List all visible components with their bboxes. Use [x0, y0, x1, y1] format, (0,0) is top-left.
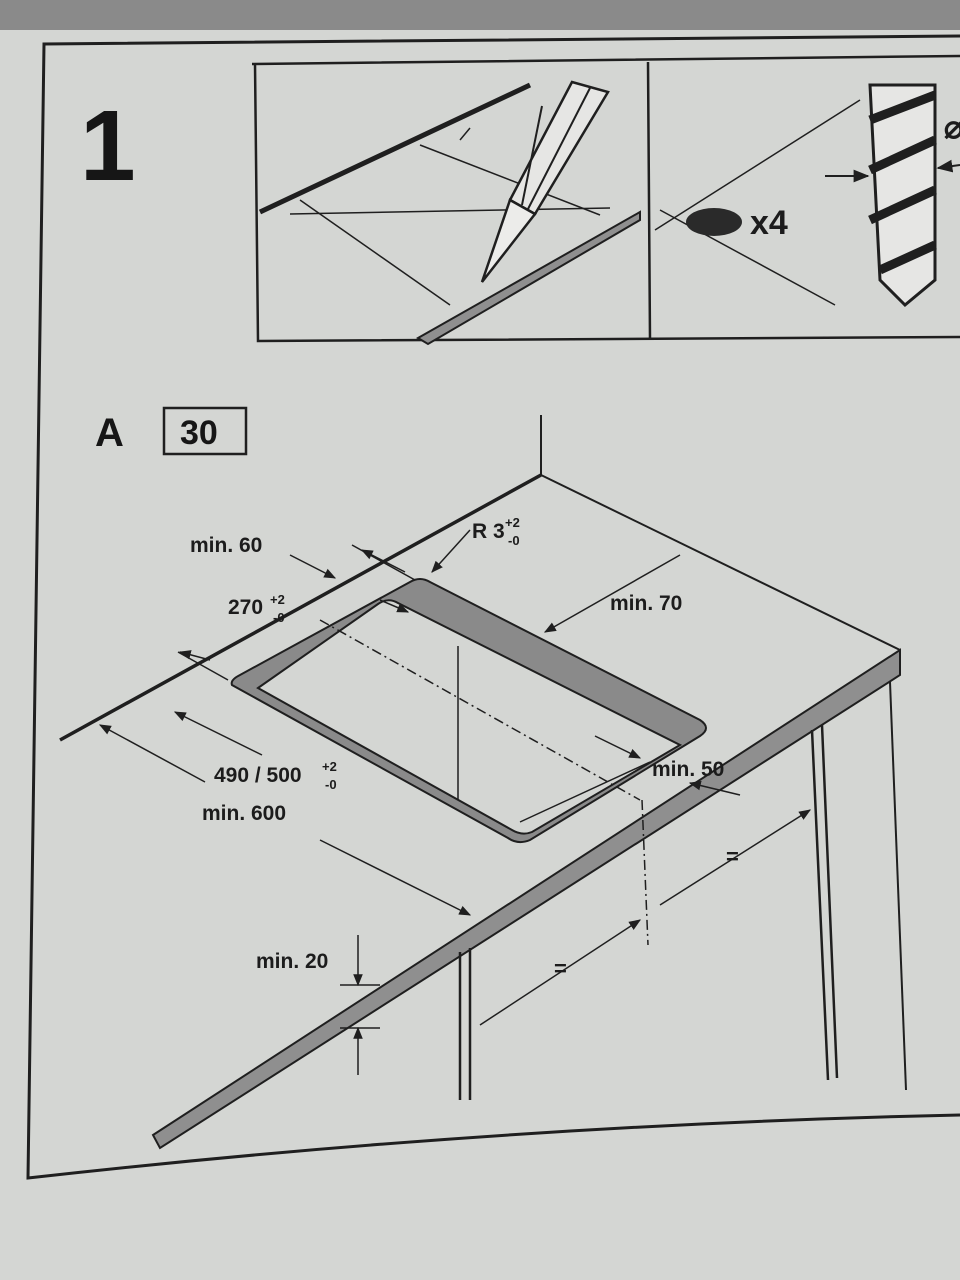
drill-hole-icon — [686, 208, 742, 236]
pencil-icon — [480, 80, 610, 283]
dimension-lines — [98, 529, 812, 1075]
marking-panel — [258, 80, 641, 346]
label-min-20: min. 20 — [256, 950, 328, 973]
page-frame — [26, 34, 960, 1180]
svg-text:+2: +2 — [322, 759, 337, 774]
label-min-600: min. 600 — [202, 802, 286, 825]
countertop-drawing — [59, 415, 907, 1150]
figure-letter: A — [95, 411, 124, 455]
step-number: 1 — [80, 90, 136, 202]
diameter-symbol: ⌀ — [944, 109, 960, 145]
svg-text:270: 270 — [228, 596, 263, 619]
label-min-60: min. 60 — [190, 534, 262, 557]
label-min-70: min. 70 — [610, 592, 682, 615]
cutout — [230, 578, 707, 844]
dimension-labels: min. 60 R 3 +2 -0 270 +2 -0 min. 70 490 … — [190, 515, 739, 981]
svg-text:+2: +2 — [505, 515, 520, 530]
countertop-thickness: 30 — [180, 414, 218, 452]
svg-text:-0: -0 — [508, 533, 520, 548]
svg-text:R 3: R 3 — [472, 520, 505, 543]
drill-quantity: x4 — [750, 204, 788, 242]
label-equal-1: = — [726, 844, 739, 869]
instruction-panels — [251, 54, 960, 343]
svg-text:490 / 500: 490 / 500 — [214, 764, 302, 787]
label-min-50: min. 50 — [652, 758, 724, 781]
label-equal-2: = — [554, 956, 567, 981]
label-depth-270: 270 +2 -0 — [228, 592, 285, 625]
svg-text:-0: -0 — [325, 777, 337, 792]
drill-panel: x4 ⌀ — [654, 83, 960, 308]
thickness-box — [162, 406, 248, 456]
label-radius: R 3 +2 -0 — [472, 515, 520, 548]
header-band — [0, 0, 960, 30]
drill-bit-icon — [868, 83, 937, 308]
label-width-490-500: 490 / 500 +2 -0 — [214, 759, 337, 792]
svg-text:-0: -0 — [273, 610, 285, 625]
svg-text:+2: +2 — [270, 592, 285, 607]
